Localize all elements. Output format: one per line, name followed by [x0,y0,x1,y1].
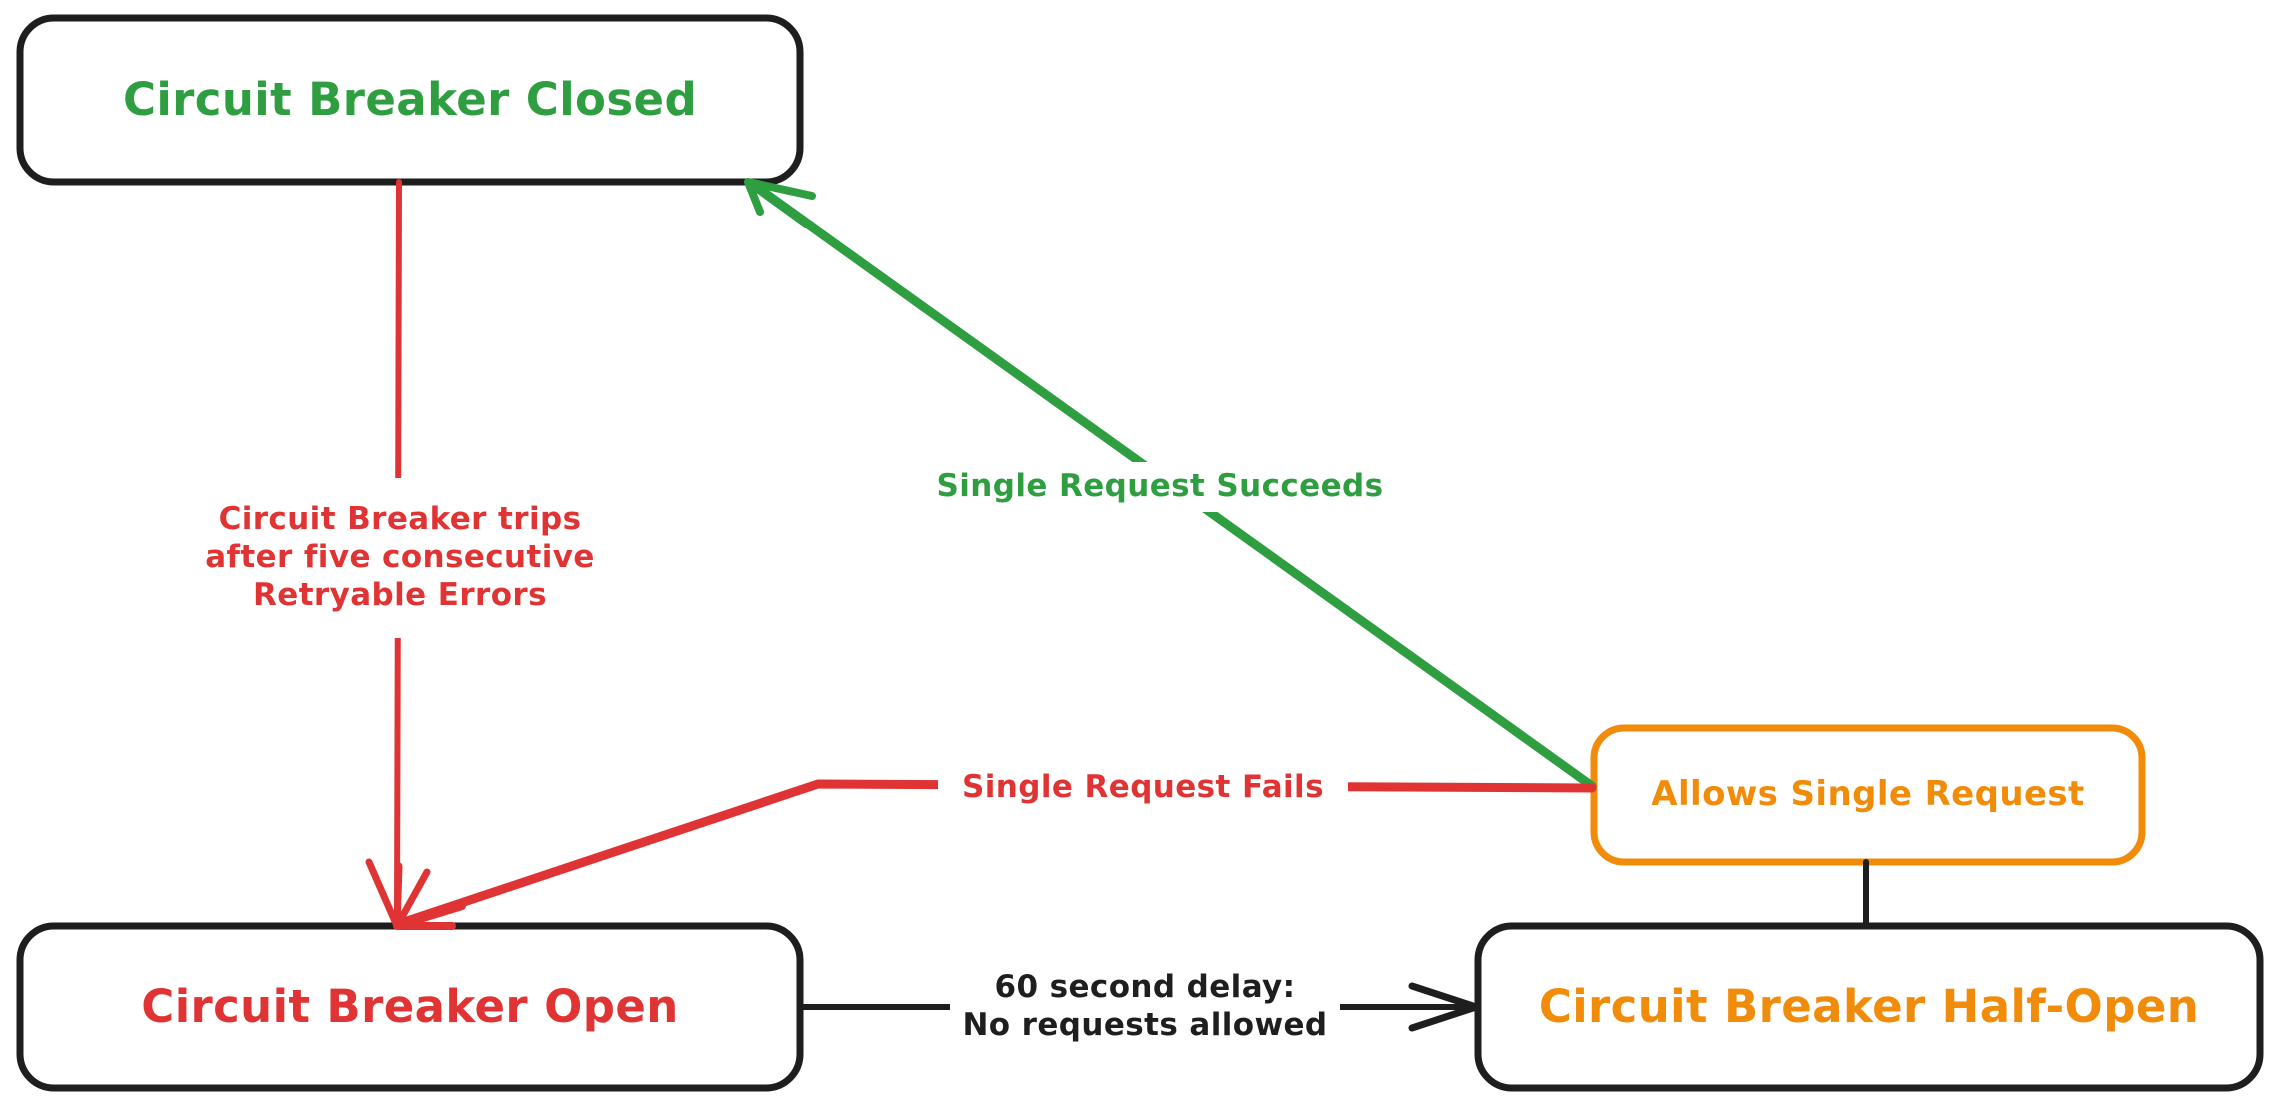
node-allows-single-request-box[interactable] [1590,724,2146,866]
node-circuit-breaker-half-open-box[interactable] [1474,922,2264,1092]
edge-closed-to-open[interactable] [365,179,431,930]
node-shapes [16,14,2264,1092]
node-circuit-breaker-closed-box[interactable] [16,14,804,186]
node-circuit-breaker-open-box[interactable] [16,922,804,1092]
edge-open-to-half-open[interactable] [797,982,1480,1032]
edge-allows-to-closed[interactable] [744,178,1597,791]
edge-allows-to-open[interactable] [393,779,1597,930]
